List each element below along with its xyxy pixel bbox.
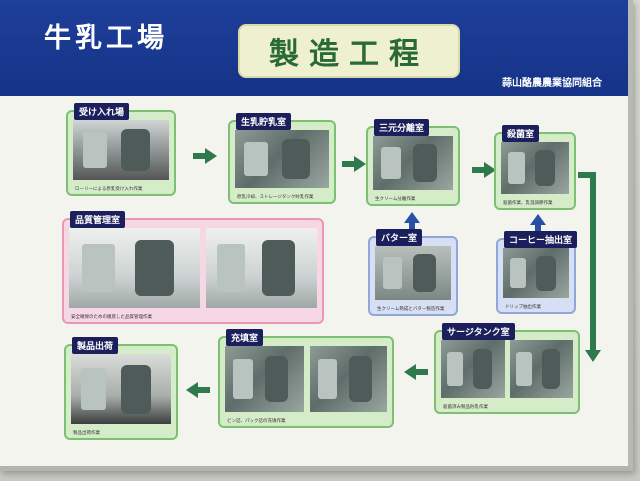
process-banner: 製造工程	[238, 24, 460, 78]
quality-photo-2	[206, 228, 317, 308]
stage-filling: 充填室 ビン詰、パック詰の充填作業	[218, 329, 394, 428]
stage-label: 製品出荷	[72, 337, 119, 354]
process-board: 牛乳工場 製造工程 蒜山酪農農業協同組合 受け入れ場 ローリーによる原乳受け入れ…	[0, 0, 633, 471]
separator-photo	[373, 136, 453, 190]
storage-photo	[235, 130, 329, 188]
connector-line	[578, 172, 596, 178]
flow-arrow-up-icon	[530, 214, 546, 233]
stage-caption: 生クリーム分離作業	[375, 197, 416, 202]
factory-title: 牛乳工場	[44, 23, 168, 54]
stage-caption: ドリップ抽出作業	[505, 305, 541, 310]
stage-label: コーヒー抽出室	[504, 231, 578, 248]
stage-quality-control: 品質管理室 安全確保のための徹底した品質管理作業	[62, 211, 324, 324]
stage-caption: 製品出荷作業	[73, 431, 100, 436]
coffee-photo	[503, 248, 569, 298]
flow-arrow-left-icon	[186, 382, 210, 398]
filling-photo-1	[225, 346, 304, 412]
surge-photo-1	[441, 340, 505, 398]
stage-label: サージタンク室	[442, 323, 515, 340]
stage-butter: バター室 生クリーム熟成とバター製造作業	[368, 229, 458, 316]
stage-label: 品質管理室	[70, 211, 126, 228]
quality-photo-1	[69, 228, 200, 308]
stage-shipping: 製品出荷 製品出荷作業	[64, 337, 178, 440]
stage-caption: ローリーによる原乳受け入れ作業	[75, 187, 143, 192]
stage-label: 殺菌室	[502, 125, 540, 142]
stage-receiving: 受け入れ場 ローリーによる原乳受け入れ作業	[66, 103, 176, 196]
surge-photo-2	[510, 340, 573, 398]
flow-arrow-right-icon	[472, 162, 496, 178]
flow-arrow-right-icon	[193, 148, 217, 164]
stage-label: 生乳貯乳室	[236, 113, 292, 130]
stage-caption: 殺菌作業、乳温調節作業	[503, 201, 553, 206]
connector-line	[590, 172, 596, 350]
filling-photo-2	[310, 346, 387, 412]
organization-name: 蒜山酪農農業協同組合	[502, 78, 602, 89]
stage-storage: 生乳貯乳室 原乳冷却、ストレージタンク貯乳作業	[228, 113, 336, 204]
stage-sterilizer: 殺菌室 殺菌作業、乳温調節作業	[494, 125, 576, 210]
board-header: 牛乳工場 製造工程 蒜山酪農農業協同組合	[0, 0, 628, 96]
stage-label: バター室	[376, 229, 423, 246]
receiving-photo	[73, 120, 169, 180]
stage-caption: 殺菌済み製品貯乳作業	[443, 405, 488, 410]
stage-caption: ビン詰、パック詰の充填作業	[227, 419, 286, 424]
stage-caption: 原乳冷却、ストレージタンク貯乳作業	[237, 195, 314, 200]
stage-coffee: コーヒー抽出室 ドリップ抽出作業	[496, 231, 578, 314]
flow-arrow-right-icon	[342, 156, 366, 172]
stage-separator: 三元分離室 生クリーム分離作業	[366, 119, 460, 206]
flow-arrow-up-icon	[404, 212, 420, 231]
flow-arrow-left-icon	[404, 364, 428, 380]
stage-label: 受け入れ場	[74, 103, 130, 120]
shipping-photo	[71, 354, 171, 424]
sterilizer-photo	[501, 142, 569, 194]
stage-label: 充填室	[226, 329, 264, 346]
stage-surge-tank: サージタンク室 殺菌済み製品貯乳作業	[434, 323, 580, 414]
stage-caption: 生クリーム熟成とバター製造作業	[377, 307, 445, 312]
stage-caption: 安全確保のための徹底した品質管理作業	[71, 315, 152, 320]
stage-label: 三元分離室	[374, 119, 430, 136]
butter-photo	[375, 246, 451, 300]
flow-arrow-down-icon	[585, 350, 601, 362]
